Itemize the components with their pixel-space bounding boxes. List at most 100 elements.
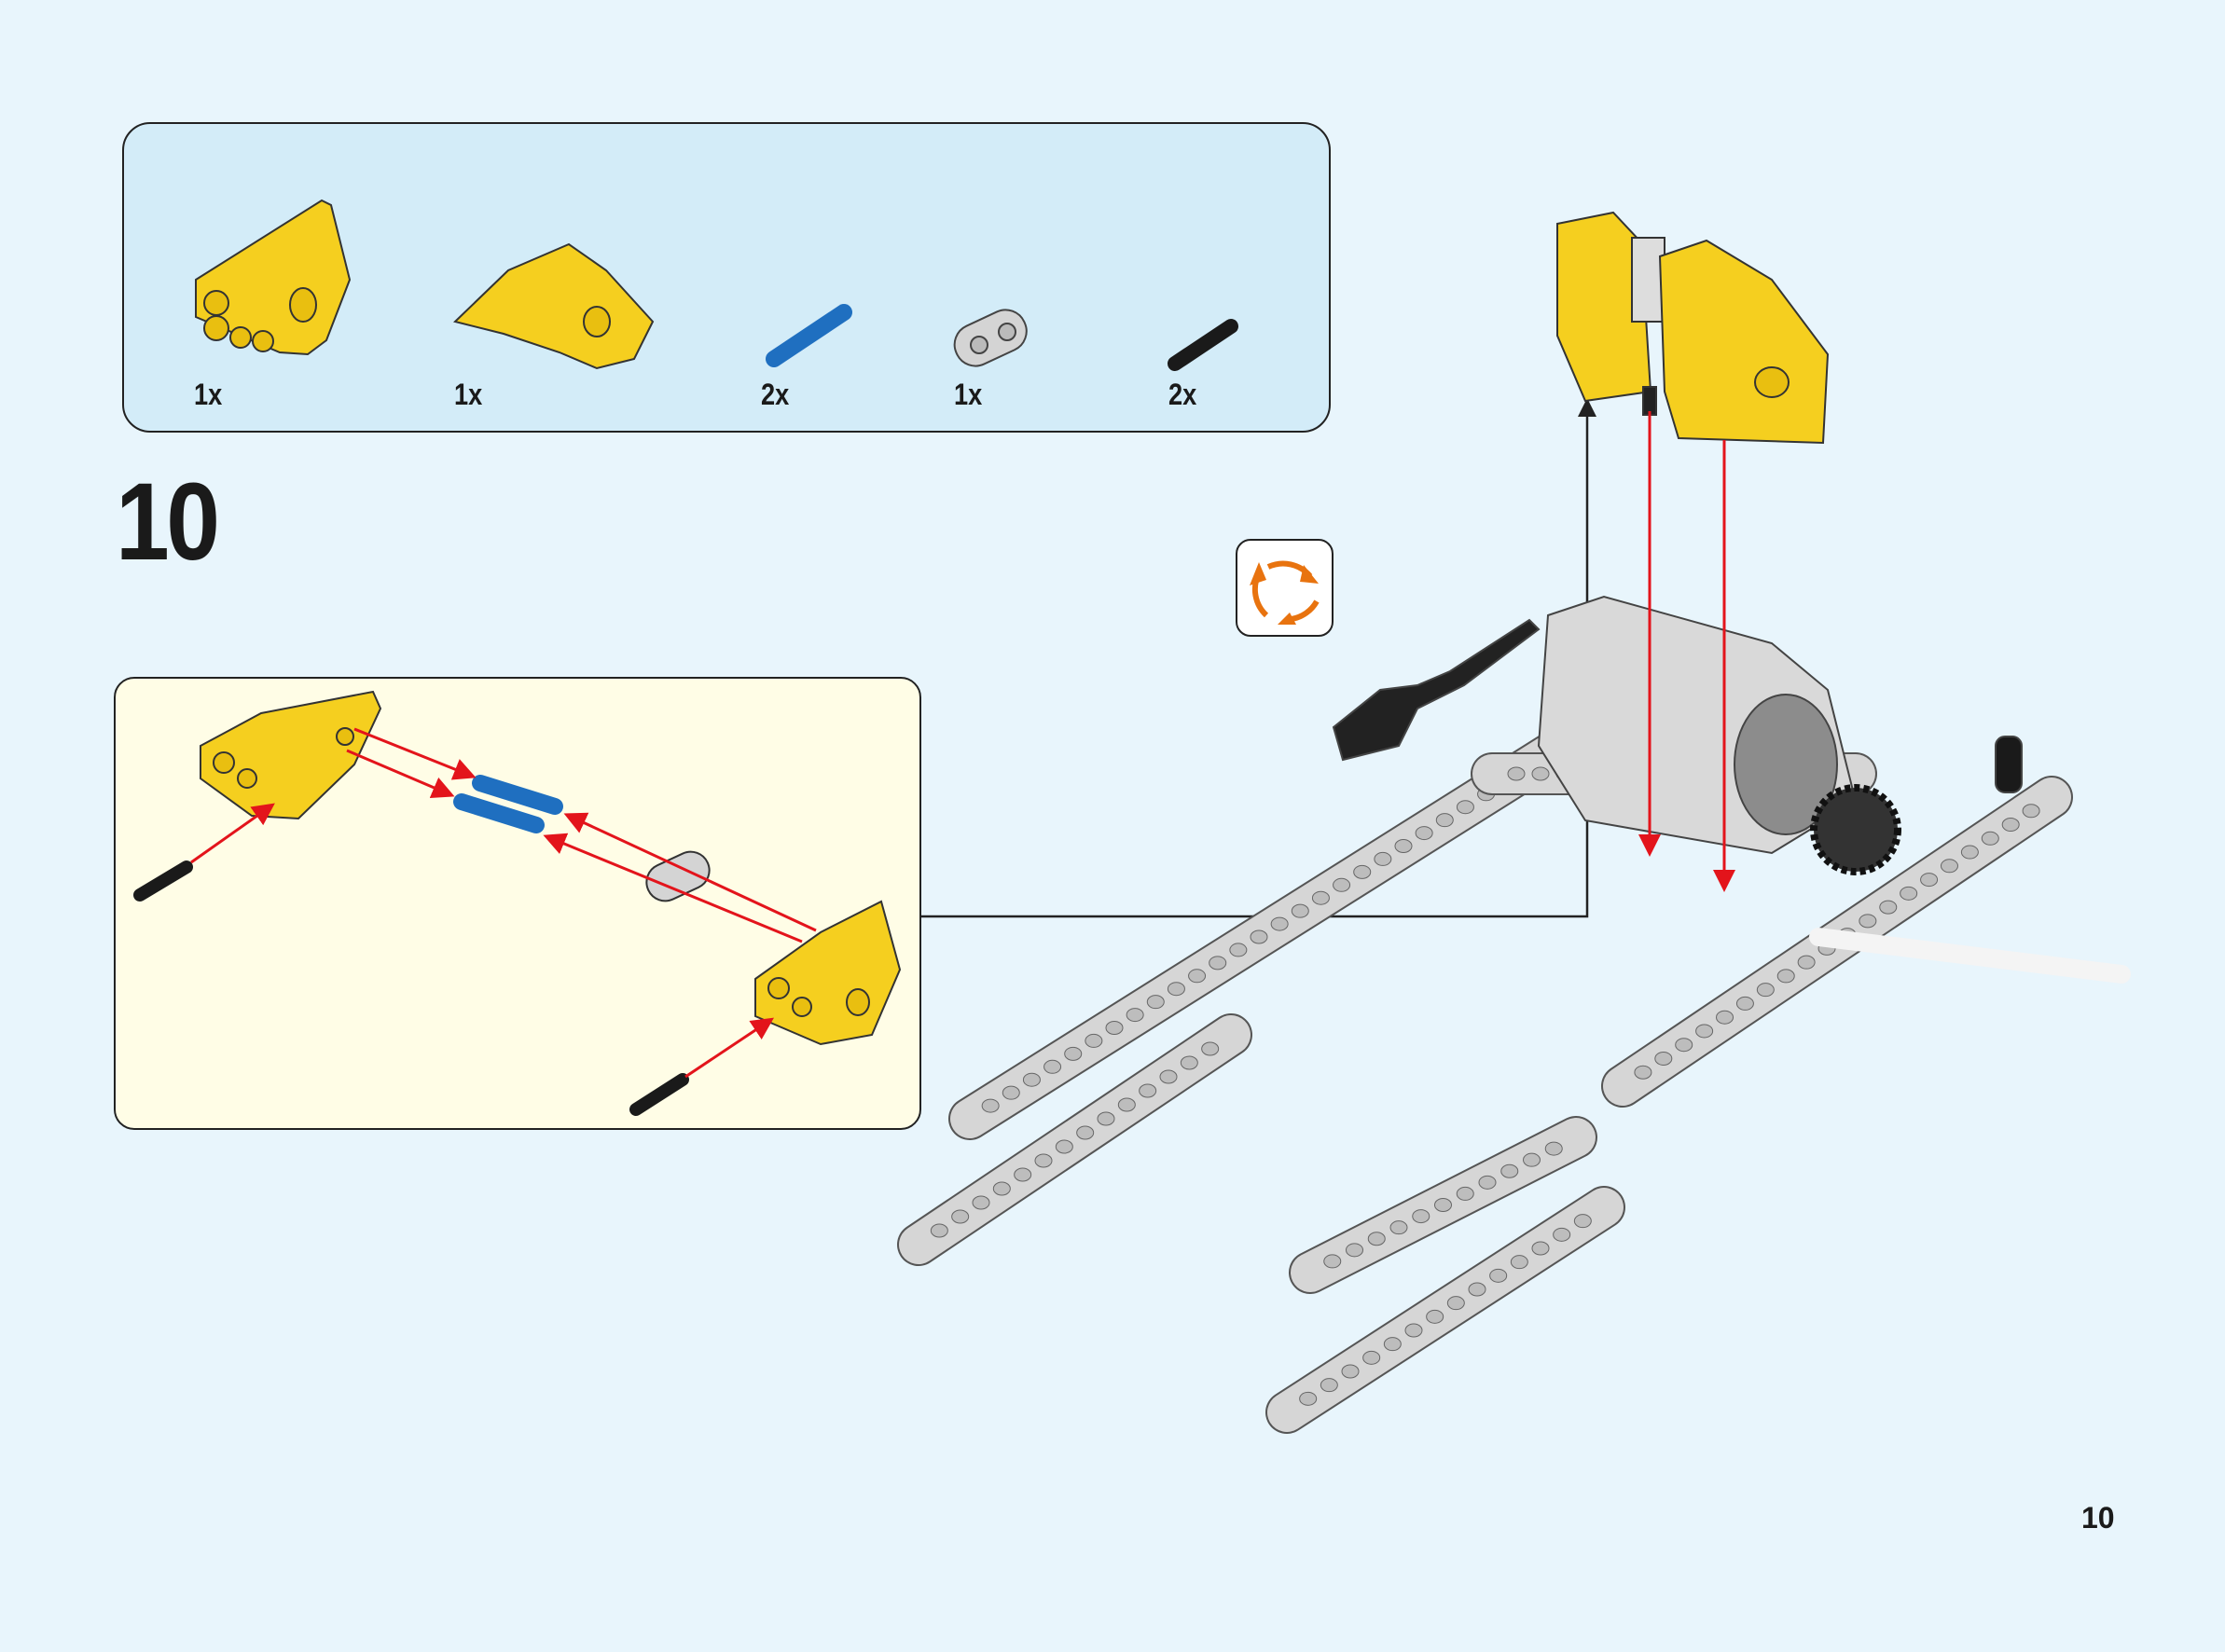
beam-hole (1139, 1083, 1157, 1098)
beam-hole (1654, 1051, 1673, 1066)
part-black-friction-pin (1168, 319, 1238, 371)
beam-hole (1367, 1232, 1386, 1246)
subassembly-illustration (133, 690, 902, 1116)
beam-hole (1507, 766, 1526, 781)
beam-hole (1716, 1010, 1734, 1025)
beam-hole (1389, 1220, 1408, 1235)
beam-hole (1859, 914, 1877, 929)
beam-hole (1014, 1167, 1032, 1182)
beam-hole (1797, 955, 1816, 970)
part-quantity: 2x (1168, 378, 1197, 411)
beam-hole (1085, 1033, 1103, 1048)
part-quantity: 1x (954, 378, 983, 411)
beam-hole (1981, 831, 1999, 846)
model-motor (1332, 595, 2131, 984)
beam-hole (1105, 1021, 1124, 1035)
beam-hole (1531, 1241, 1550, 1256)
beam-hole (1510, 1255, 1528, 1270)
beam-hole (1634, 1065, 1652, 1080)
beam-hole (1478, 1175, 1497, 1190)
beam-hole (1394, 839, 1413, 853)
beam-hole (1333, 877, 1351, 892)
part-quantity: 1x (454, 378, 483, 411)
beam-hole (930, 1223, 948, 1238)
page-number: 10 (2081, 1501, 2115, 1535)
beam-hole (1159, 1069, 1178, 1084)
beam-hole (1167, 982, 1185, 997)
part-yellow-curved-panel (453, 242, 655, 370)
technic-beam (1267, 1188, 1624, 1432)
beam-hole (1291, 903, 1309, 918)
beam-hole (1573, 1214, 1592, 1229)
beam-hole (1188, 969, 1207, 984)
model-chassis (897, 734, 2073, 1434)
beam-hole (951, 1209, 970, 1224)
beam-hole (2022, 804, 2040, 819)
beam-hole (1346, 1243, 1363, 1258)
beam-hole (1523, 1152, 1541, 1167)
beam-hole (1353, 864, 1372, 879)
beam-hole (1756, 983, 1775, 998)
technic-beam (899, 1015, 1251, 1264)
beam-hole (1374, 851, 1392, 866)
beam-hole (2001, 818, 2020, 833)
part-quantity: 1x (194, 378, 223, 411)
beam-hole (1426, 1309, 1444, 1324)
beam-hole (981, 1098, 1000, 1113)
beam-hole (1434, 1198, 1452, 1212)
beam-hole (1960, 845, 1979, 860)
beam-hole (1250, 929, 1268, 944)
beam-hole (1383, 1337, 1402, 1352)
callout-line (921, 398, 1596, 918)
beam-hole (1055, 1139, 1073, 1154)
beam-hole (1415, 826, 1433, 841)
beam-hole (1404, 1323, 1423, 1338)
beam-hole (1412, 1209, 1430, 1224)
beam-hole (1435, 813, 1454, 828)
beam-hole (1675, 1038, 1693, 1053)
beam-hole (1180, 1055, 1198, 1070)
beam-hole (1323, 1254, 1342, 1269)
beam-hole (1544, 1141, 1563, 1156)
beam-hole (1879, 900, 1898, 915)
part-gray-double-connector (953, 309, 1028, 367)
beam-hole (1126, 1008, 1144, 1023)
yellow-side-panels (1556, 211, 1830, 445)
beam-hole (1043, 1059, 1062, 1074)
beam-hole (1776, 969, 1795, 984)
beam-hole (1201, 1041, 1220, 1056)
beam-hole (1097, 1111, 1115, 1126)
assembly-arrows (190, 727, 817, 1079)
beam-hole (972, 1195, 990, 1210)
part-yellow-panel-with-holes (195, 199, 352, 356)
beam-hole (1299, 1391, 1318, 1406)
beam-hole (1034, 1153, 1053, 1168)
beam-hole (992, 1181, 1011, 1196)
beam-hole (1920, 873, 1939, 888)
part-blue-axle-pin (766, 304, 852, 367)
subassembly-panel (114, 677, 921, 1130)
beam-hole (1229, 943, 1248, 957)
beam-hole (1209, 956, 1227, 971)
beam-hole (1456, 800, 1474, 815)
beam-hole (1500, 1163, 1519, 1178)
beam-hole (1117, 1097, 1136, 1112)
beam-hole (1468, 1282, 1486, 1297)
beam-hole (1531, 766, 1550, 781)
beam-hole (1270, 916, 1289, 931)
assembly-arrows (1638, 411, 1735, 892)
beam-hole (1002, 1085, 1020, 1100)
beam-hole (1446, 1296, 1465, 1311)
beam-hole (1076, 1125, 1095, 1140)
beam-hole (1146, 995, 1165, 1010)
beam-hole (1489, 1268, 1508, 1283)
beam-hole (1456, 1186, 1474, 1201)
part-quantity: 2x (761, 378, 790, 411)
rotate-model-icon (1250, 560, 1320, 625)
beam-hole (1735, 996, 1754, 1011)
beam-hole (1695, 1024, 1714, 1039)
beam-hole (1900, 886, 1918, 901)
beam-hole (1064, 1046, 1083, 1061)
beam-hole (1362, 1350, 1381, 1365)
